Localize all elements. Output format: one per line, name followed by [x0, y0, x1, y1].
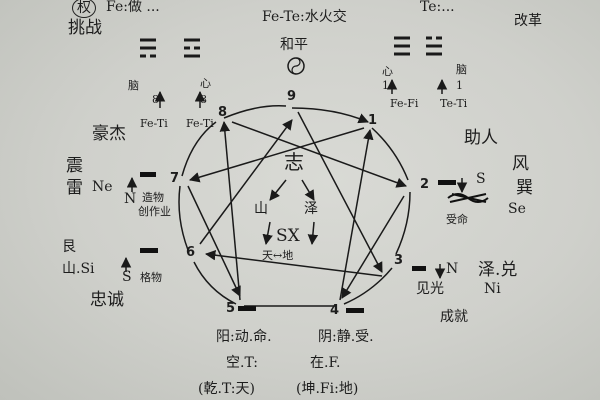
arrow-8-to-2: [231, 121, 407, 188]
node2-bar: [438, 180, 456, 185]
node8-right-top: 心: [200, 77, 211, 90]
loyal-label: 忠诚: [90, 290, 124, 310]
node-7: 7: [170, 171, 180, 186]
zai-label: 在.F.: [310, 355, 341, 371]
creativity-label: 造物: [142, 191, 164, 204]
center-arrow-down-left: [262, 221, 273, 246]
node1-formula-right: Te-Ti: [440, 97, 468, 110]
heaven-earth-label: 天↔地: [262, 249, 294, 262]
sx-label: SX: [276, 226, 300, 246]
node-1: 1: [368, 113, 378, 128]
s-label-right: S: [476, 171, 486, 187]
node1-right-top: 脑: [456, 63, 467, 76]
arrow-1-to-7: [188, 127, 365, 183]
n-label-right: N: [446, 261, 459, 277]
thunder-label-1: 震: [66, 156, 83, 176]
node8-right-digit: 8: [200, 93, 207, 106]
see-light-label: 见光: [416, 281, 444, 297]
qian-label: (乾.T:天): [198, 381, 255, 397]
center-lake: 泽: [304, 201, 318, 217]
center-arrow-down-right: [307, 221, 319, 246]
edge-8-9: [223, 105, 287, 119]
shou-ming-label: 受命: [446, 213, 468, 226]
se-label: Se: [508, 201, 526, 217]
yang-label: 阳:动.命.: [216, 329, 272, 345]
rebel-label: 豪杰: [92, 124, 126, 144]
kong-label: 空.T:: [226, 355, 259, 371]
arrow-7-to-5: [187, 185, 241, 297]
challenge-badge: 权: [72, 0, 96, 18]
node5-bar: [238, 306, 256, 311]
node8-left-top: 脑: [128, 79, 139, 92]
edge-7-8: [181, 121, 217, 177]
edge-9-1: [291, 107, 369, 124]
center-arrow-right: [301, 179, 315, 201]
node1-formula-left: Fe-Fi: [390, 97, 419, 110]
mountain-label-2: 山.Si: [62, 261, 95, 277]
node1-left-top: 心: [382, 65, 393, 78]
reform-label: 改革: [514, 13, 542, 29]
node1-left-digit: 1: [382, 79, 389, 92]
node7-bar: [140, 172, 156, 177]
ni-label: Ni: [484, 281, 501, 297]
challenge-label: 挑战: [68, 18, 102, 38]
arrow-6-to-9: [199, 119, 293, 245]
will-label: 志: [284, 150, 304, 174]
edge-6-7: [178, 185, 189, 251]
edge-1-2: [371, 127, 409, 181]
s-label-left: S: [122, 269, 132, 285]
arrow-9-to-3: [297, 111, 383, 273]
n-label-left: N: [124, 191, 137, 207]
node8-formula-right: Fe-Ti: [186, 117, 214, 130]
top-right-fragment: Te:...: [420, 0, 455, 15]
xun-label: 巽: [516, 178, 533, 198]
success-label: 成就: [440, 309, 468, 325]
node8-formula-left: Fe-Ti: [140, 117, 168, 130]
arrow-5-to-8: [219, 120, 241, 301]
node6-bar: [140, 248, 158, 253]
node-8: 8: [218, 105, 228, 120]
node-6: 6: [186, 245, 196, 260]
edge-5-6: [193, 261, 237, 305]
arrow-4-to-1: [339, 128, 374, 301]
node-9: 9: [287, 89, 297, 104]
creativity-label-2: 创作业: [138, 205, 171, 218]
node4-bar: [346, 308, 364, 313]
yin-label: 阴:静.受.: [318, 329, 374, 345]
thunder-label-2: 雷: [66, 178, 83, 198]
arrow-3-to-6: [204, 249, 383, 277]
edge-3-4: [343, 267, 393, 305]
node-2: 2: [420, 177, 430, 192]
ne-label: Ne: [92, 179, 113, 195]
center-mountain: 山: [254, 201, 268, 217]
node1-right-digit: 1: [456, 79, 463, 92]
node8-left-digit: 8: [152, 93, 159, 106]
node-3: 3: [394, 253, 404, 268]
node-4: 4: [330, 303, 340, 318]
center-formula: Fe-Te:水火交: [262, 9, 347, 25]
lake-dui-label: 泽.兑: [478, 260, 518, 280]
mountain-label-1: 艮: [62, 239, 76, 255]
kun-label: (坤.Fi:地): [296, 381, 359, 397]
center-arrow-left: [269, 179, 287, 201]
help-label: 助人: [464, 128, 498, 148]
node-5: 5: [226, 301, 236, 316]
peace-label: 和平: [280, 37, 308, 53]
edge-2-3: [395, 191, 411, 255]
goods-label: 格物: [140, 271, 162, 284]
wind-label: 风: [512, 154, 529, 174]
node3-bar: [412, 266, 426, 271]
arrow-2-to-4: [341, 195, 405, 299]
top-left-fragment: Fe:做 ...: [106, 0, 160, 15]
